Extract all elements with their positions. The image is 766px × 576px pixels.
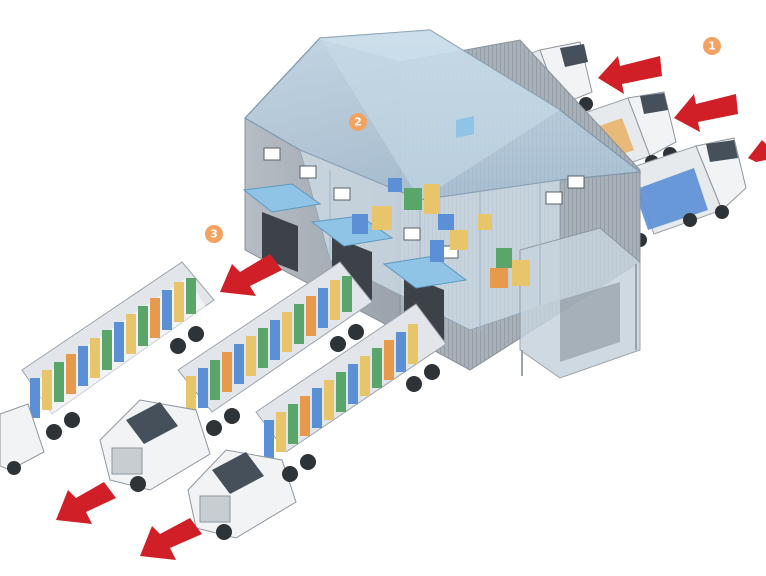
outbound-truck-1 [0, 261, 215, 475]
inbound-truck-3 [629, 137, 747, 247]
step-badge-3: 3 [205, 225, 223, 243]
warehouse-building [242, 29, 642, 379]
step-badge-2: 2 [349, 113, 367, 131]
step-label-2: 2 [354, 116, 362, 129]
arrow-down-left-icon [220, 254, 282, 296]
step-badge-1: 1 [703, 37, 721, 55]
arrow-left-icon [674, 94, 738, 132]
interior-pallets [352, 178, 530, 288]
arrow-left-icon [598, 56, 662, 94]
arrow-down-left-icon [140, 518, 202, 560]
outbound-truck-2 [99, 261, 373, 492]
arrow-down-left-icon [56, 482, 116, 524]
inbound-arrows [598, 56, 766, 162]
outbound-truck-3 [187, 303, 447, 540]
arrow-left-icon [748, 140, 766, 162]
outbound-arrows [56, 254, 282, 560]
step-label-1: 1 [708, 40, 716, 53]
step-label-3: 3 [210, 228, 218, 241]
